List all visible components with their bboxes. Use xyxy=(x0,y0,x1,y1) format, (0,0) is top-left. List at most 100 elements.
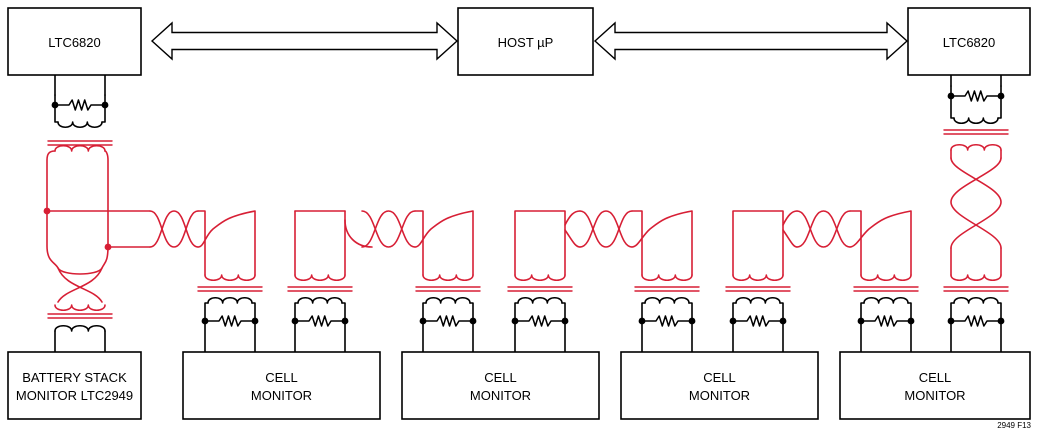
cm2-drop2-wires xyxy=(514,210,566,276)
left-red-loop xyxy=(46,150,109,275)
cm3-drop2-term-resistor xyxy=(732,315,784,327)
cell-monitor-4-line1: CELL xyxy=(919,370,952,385)
right-top-term-resistor xyxy=(950,90,1002,102)
cm4-drop1-term-resistor xyxy=(860,315,912,327)
left-bottom-red-coil xyxy=(54,304,106,312)
cm3-drop2-core xyxy=(725,286,791,292)
cm2-drop2-term-resistor xyxy=(514,315,566,327)
cm4-drop1-outer xyxy=(849,210,862,276)
cm3-drop2-coil xyxy=(732,274,784,282)
cm1-drop2-coil xyxy=(294,274,346,282)
cm4-drop1-inner xyxy=(849,210,912,276)
cm4-drop1-term-coil xyxy=(863,296,909,304)
cm1-drop2-term-terminal-left xyxy=(291,317,299,325)
cm3-drop1-term-resistor xyxy=(641,315,693,327)
cell-monitor-block-1 xyxy=(182,351,381,420)
cm2-drop1-core xyxy=(415,286,481,292)
battery-monitor-label-line1: BATTERY STACK xyxy=(22,370,127,385)
cm2-drop1-term-frame xyxy=(422,302,474,353)
right-top-term-terminal-right xyxy=(997,92,1005,100)
cm3-drop2-term-coil xyxy=(735,296,781,304)
cm4-drop1-term-terminal-left xyxy=(857,317,865,325)
cm1-drop2-core xyxy=(287,286,353,292)
twist-1-b xyxy=(149,210,199,248)
cm4-drop2-term-coil xyxy=(953,296,999,304)
cm4-drop2-coil xyxy=(950,274,1002,282)
twist-4-b xyxy=(796,210,851,248)
right-red-coil-leads xyxy=(950,149,1002,159)
cm1-drop1-coil xyxy=(204,274,256,282)
cm2-drop2-term-terminal-right xyxy=(561,317,569,325)
cm4-drop1-term-terminal-right xyxy=(907,317,915,325)
cm1-drop1-term-coil xyxy=(207,296,253,304)
left-twist xyxy=(57,267,103,303)
cm2-drop2-term-frame xyxy=(514,302,566,353)
right-red-coil xyxy=(950,143,1002,151)
ltc6820-right-block xyxy=(907,7,1031,76)
host-label: HOST µP xyxy=(498,35,554,50)
cm2-to-twist3 xyxy=(564,210,581,248)
twist-2-a xyxy=(361,210,416,248)
left-bottom-leads xyxy=(54,330,106,353)
cm1-drop1-inner xyxy=(197,210,256,276)
cm2-drop1-outer xyxy=(414,210,424,276)
cm2-drop1-term-coil xyxy=(425,296,471,304)
cm3-drop1-term-frame xyxy=(641,302,693,353)
cm2-drop1-coil xyxy=(422,274,474,282)
cm4-drop2-core xyxy=(943,286,1009,292)
cm1-drop2-term-terminal-right xyxy=(341,317,349,325)
cm4-drop1-core xyxy=(853,286,919,292)
left-top-leads xyxy=(54,74,106,96)
right-lower-wires xyxy=(950,247,1002,276)
twist-2-b xyxy=(361,210,416,248)
cm2-drop2-term-coil xyxy=(517,296,563,304)
cell-monitor-2-line2: MONITOR xyxy=(470,388,531,403)
cell-monitor-block-2 xyxy=(401,351,600,420)
cell-monitor-2-line1: CELL xyxy=(484,370,517,385)
cm1-drop1-term-terminal-left xyxy=(201,317,209,325)
bus-arrow-left xyxy=(150,21,459,61)
right-top-core xyxy=(943,129,1009,135)
cm3-drop1-term-terminal-right xyxy=(688,317,696,325)
cm3-drop2-term-frame xyxy=(732,302,784,353)
cm2-drop2-core xyxy=(507,286,573,292)
cm1-drop1-core xyxy=(197,286,263,292)
host-block xyxy=(457,7,594,76)
cm1-drop1-term-terminal-right xyxy=(251,317,259,325)
cm4-drop2-term-terminal-left xyxy=(947,317,955,325)
cell-monitor-3-line1: CELL xyxy=(703,370,736,385)
cm3-drop2-term-terminal-left xyxy=(729,317,737,325)
left-top-red-coil xyxy=(54,144,106,152)
cm3-drop1-term-coil xyxy=(644,296,690,304)
cm1-drop1-term-resistor xyxy=(204,315,256,327)
cm1-drop2-term-resistor xyxy=(294,315,346,327)
cm1-drop2-wires xyxy=(294,210,373,276)
cm4-drop2-term-frame xyxy=(950,302,1002,353)
left-top-term-resistor xyxy=(54,99,106,111)
twist-1-a xyxy=(149,210,199,248)
left-bottom-core xyxy=(47,313,113,319)
left-top-core xyxy=(47,140,113,146)
cell-monitor-block-4 xyxy=(839,351,1031,420)
cm4-drop2-term-resistor xyxy=(950,315,1002,327)
cm4-drop1-term-frame xyxy=(860,302,912,353)
cm3-drop1-outer xyxy=(631,210,643,276)
ltc6820-right-label: LTC6820 xyxy=(943,35,996,50)
right-top-term-frame xyxy=(950,85,1002,119)
cm2-drop1-term-terminal-left xyxy=(419,317,427,325)
left-top-term-coil xyxy=(57,121,103,129)
cm3-drop1-inner xyxy=(631,210,693,276)
cell-monitor-1-line2: MONITOR xyxy=(251,388,312,403)
battery-monitor-label-line2: MONITOR LTC2949 xyxy=(16,388,133,403)
cm1-drop2-term-frame xyxy=(294,302,346,353)
cm4-drop2-term-terminal-right xyxy=(997,317,1005,325)
cm3-to-twist4 xyxy=(782,210,798,248)
cm4-drop1-coil xyxy=(860,274,912,282)
twist-3-b xyxy=(579,210,633,248)
cm2-drop1-term-terminal-right xyxy=(469,317,477,325)
cell-monitor-block-3 xyxy=(620,351,819,420)
left-bottom-black-coil xyxy=(54,324,106,332)
cm3-drop1-core xyxy=(634,286,700,292)
wire-layer xyxy=(43,74,1009,353)
